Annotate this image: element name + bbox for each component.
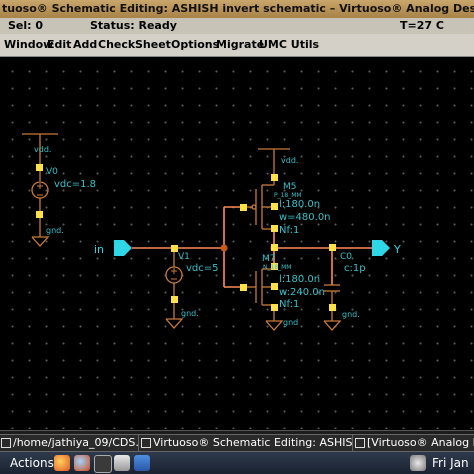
voltage-source-v1[interactable] (165, 252, 184, 329)
v0-top-node (36, 164, 43, 171)
task-cds-log-label: /home/jathiya_09/CDS.log] (13, 436, 143, 449)
menu-check[interactable]: Check (98, 38, 136, 51)
m5-source-node (271, 174, 278, 181)
input-junction (220, 244, 228, 252)
temperature: T=27 C (400, 19, 444, 32)
v0-param-label: vdc=1.8 (54, 179, 96, 190)
m7-gnd-label: gnd (283, 318, 298, 327)
m5-drain-node (271, 225, 278, 232)
m7-fingers-label: Nf:1 (279, 299, 299, 310)
m7-drain-node (271, 263, 278, 270)
m7-name-label: M7 (262, 254, 276, 264)
window-title-bar[interactable]: tuoso® Schematic Editing: ASHISH invert … (0, 0, 474, 18)
c0-name-label: C0 (340, 252, 352, 262)
m5-length-label: l:180.0n (279, 199, 320, 210)
network-icon[interactable] (410, 455, 426, 471)
schematic-canvas[interactable]: vdd. V0 vdc=1.8 gnd. in V1 vdc=5 (0, 57, 474, 429)
web-browser-icon[interactable] (54, 455, 70, 471)
menu-window[interactable]: Window (4, 38, 54, 51)
m5-name-label: M5 (283, 182, 297, 192)
output-pin-label: Y (393, 243, 401, 256)
editor-icon[interactable] (114, 455, 130, 471)
window-icon (355, 438, 365, 448)
m7-gate-node (240, 284, 247, 291)
c0-top-node (329, 244, 336, 251)
input-pin[interactable] (114, 240, 132, 256)
window-list-bar: /home/jathiya_09/CDS.log] Virtuoso® Sche… (0, 430, 474, 453)
v1-bottom-node (171, 296, 178, 303)
c0-gnd-label: gnd. (342, 310, 360, 319)
m7-source-node (271, 304, 278, 311)
m5-bulk-node (271, 203, 278, 210)
m5-model-label: P_18_MM (274, 192, 302, 199)
v1-gnd-label: gnd. (181, 309, 199, 318)
output-node (271, 244, 278, 251)
window-icon (1, 438, 11, 448)
m5-gate-node (240, 204, 247, 211)
status-line: Sel: 0 Status: Ready T=27 C (0, 18, 474, 34)
m5-vdd-label: vdd. (281, 156, 298, 165)
v0-name-label: V0 (46, 167, 58, 177)
task-schematic-editing[interactable]: Virtuoso® Schematic Editing: ASHISH ir (138, 434, 362, 452)
menu-sheet[interactable]: Sheet (135, 38, 171, 51)
menu-umc-utils[interactable]: UMC Utils (259, 38, 320, 51)
window-title: tuoso® Schematic Editing: ASHISH invert … (2, 2, 474, 15)
m7-length-label: l:180.0n (279, 274, 320, 285)
input-pin-label: in (94, 243, 104, 256)
clock[interactable]: Fri Jan (432, 456, 469, 470)
m7-bulk-node (271, 283, 278, 290)
schematic-drawing: vdd. V0 vdc=1.8 gnd. in V1 vdc=5 (22, 133, 401, 331)
m5-width-label: w=480.0n (279, 212, 331, 223)
status-text: Status: Ready (90, 19, 177, 32)
v1-name-label: V1 (178, 252, 190, 262)
menu-options[interactable]: Options (171, 38, 220, 51)
task-schematic-label: Virtuoso® Schematic Editing: ASHISH ir (153, 436, 362, 449)
m7-width-label: w:240.0n (279, 287, 325, 298)
v0-bottom-node (36, 211, 43, 218)
nmos-m7[interactable] (247, 268, 284, 331)
v1-param-label: vdc=5 (186, 263, 219, 274)
terminal-icon[interactable] (94, 455, 112, 473)
selection-count: Sel: 0 (8, 19, 44, 32)
desktop-panel: Actions Fri Jan (0, 452, 474, 474)
m7-model-label: N_18_MM (263, 264, 291, 271)
menu-add[interactable]: Add (73, 38, 98, 51)
v0-gnd-label: gnd. (46, 226, 64, 235)
firefox-icon[interactable] (74, 455, 90, 471)
task-cds-log[interactable]: /home/jathiya_09/CDS.log] (0, 434, 144, 452)
m5-fingers-label: Nf:1 (279, 225, 299, 236)
task-analog-design[interactable]: [Virtuoso® Analog Desig (352, 434, 474, 452)
c0-bottom-node (329, 304, 336, 311)
menu-bar: Window Edit Add Check Sheet Options Migr… (0, 34, 474, 57)
actions-menu[interactable]: Actions (10, 456, 54, 470)
v0-vdd-label: vdd. (34, 145, 51, 154)
task-analog-label: [Virtuoso® Analog Desig (367, 436, 474, 449)
file-manager-icon[interactable] (134, 455, 150, 471)
c0-param-label: c:1p (344, 263, 366, 274)
menu-migrate[interactable]: Migrate (216, 38, 265, 51)
v1-top-node (171, 245, 178, 252)
output-pin[interactable] (372, 240, 390, 256)
pmos-m5[interactable] (247, 148, 290, 230)
v1-polarity-icon (171, 268, 177, 280)
window-icon (141, 438, 151, 448)
menu-edit[interactable]: Edit (47, 38, 72, 51)
v0-polarity-icon (37, 183, 43, 196)
